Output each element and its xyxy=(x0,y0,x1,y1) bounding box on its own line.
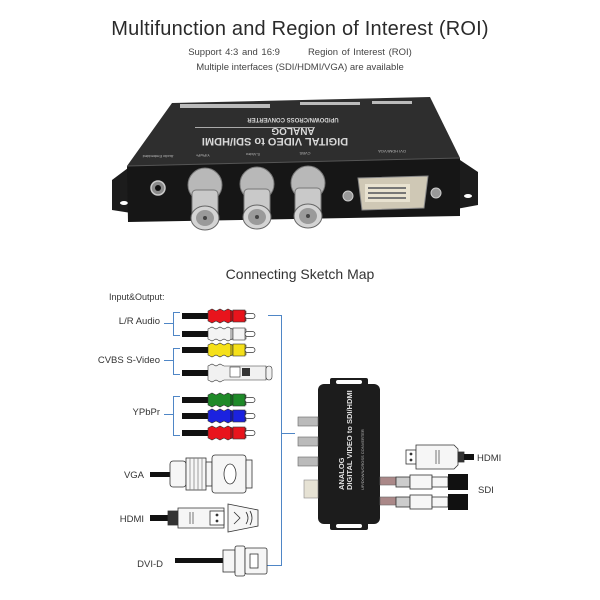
svg-text:S-Video: S-Video xyxy=(245,152,260,157)
feature-aspect: Support 4:3 and 16:9 xyxy=(188,47,280,58)
rca-cvbs-yellow xyxy=(181,342,256,358)
product-photo: UP/DOWN/CROSS CONVERTER ANALOG DIGITAL V… xyxy=(112,97,478,231)
bracket-tick xyxy=(164,414,173,415)
label-sdi-out: SDI xyxy=(478,485,494,496)
label-vga: VGA xyxy=(123,470,144,481)
label-dvid: DVI-D xyxy=(137,559,163,570)
device-top xyxy=(127,97,460,166)
svg-text:DVI HDMI/VGA: DVI HDMI/VGA xyxy=(378,149,406,154)
device-label-3: UP/DOWN/CROSS CONVERTER xyxy=(360,429,365,490)
device-label-2: ANALOG xyxy=(337,457,346,490)
rca-audio-left-red xyxy=(181,308,256,324)
bracket-cvbs xyxy=(173,348,180,375)
bus-line xyxy=(281,315,282,566)
svg-text:Audio Embedded: Audio Embedded xyxy=(143,154,174,159)
rca-pr-red xyxy=(181,425,256,441)
label-cvbs-svideo: CVBS S-Video xyxy=(97,355,160,366)
bus-top xyxy=(268,315,282,316)
hdmi-in-plug xyxy=(150,503,259,533)
label-ypbpr: YPbPr xyxy=(132,407,160,418)
vga-plug xyxy=(150,454,253,494)
bus-connector xyxy=(281,433,295,434)
converter-device: DIGITAL VIDEO to SDI/HDMI ANALOG UP/DOWN… xyxy=(297,378,397,530)
svg-text:UP/DOWN/CROSS CONVERTER: UP/DOWN/CROSS CONVERTER xyxy=(247,116,339,122)
label-hdmi-out: HDMI xyxy=(477,453,502,464)
bracket-lr-audio xyxy=(173,312,180,336)
rca-pb-blue xyxy=(181,408,256,424)
hdmi-out-plug xyxy=(405,444,474,470)
top-label: UP/DOWN/CROSS CONVERTER ANALOG DIGITAL V… xyxy=(202,116,348,147)
page-title: Multifunction and Region of Interest (RO… xyxy=(111,18,489,40)
svg-text:ANALOG: ANALOG xyxy=(271,125,315,136)
device-label-1: DIGITAL VIDEO to SDI/HDMI xyxy=(345,390,354,490)
dvid-plug xyxy=(175,545,268,577)
label-lr-audio: L/R Audio xyxy=(118,316,160,327)
bnc-svideo xyxy=(239,166,275,230)
svg-text:DIGITAL VIDEO to SDI/HDMI: DIGITAL VIDEO to SDI/HDMI xyxy=(202,135,348,147)
bracket-ypbpr xyxy=(173,396,180,436)
label-hdmi-in: HDMI xyxy=(119,514,144,525)
dvi-port xyxy=(342,175,442,211)
rca-audio-right-white xyxy=(181,326,256,342)
sdi-out-plugs xyxy=(395,474,468,510)
rca-y-green xyxy=(181,392,256,408)
io-label: Input&Output: xyxy=(109,292,165,302)
feature-line: Support 4:3 and 16:9 Region of Interest (… xyxy=(0,47,600,58)
bracket-tick xyxy=(164,360,173,361)
feature-roi: Region of Interest (ROI) xyxy=(307,47,412,58)
svideo-plug xyxy=(182,363,273,383)
svg-text:Y/Pb/Pr: Y/Pb/Pr xyxy=(195,153,209,158)
interfaces-note: Multiple interfaces (SDI/HDMI/VGA) are a… xyxy=(196,62,404,73)
bnc-cvbs xyxy=(290,165,326,229)
bnc-ypbpr xyxy=(187,167,223,231)
sketch-title: Connecting Sketch Map xyxy=(225,266,375,282)
bnc-connectors xyxy=(187,165,326,231)
bus-bottom xyxy=(267,565,282,566)
bracket-tick xyxy=(164,323,173,324)
svg-text:CVBS: CVBS xyxy=(299,151,310,156)
